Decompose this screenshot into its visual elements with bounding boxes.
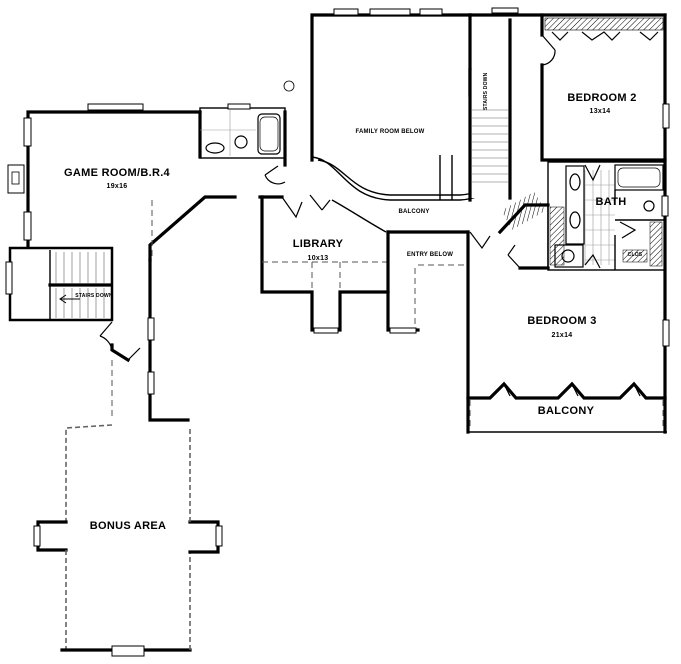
window [147, 317, 155, 341]
sink-icon [569, 211, 581, 229]
stairs-arrow-icon [59, 294, 80, 304]
bonus-area-walls [33, 424, 223, 657]
bathtub-icon [614, 164, 664, 191]
room-name-bedroom3: BEDROOM 3 [527, 315, 597, 327]
family-room-below-walls [283, 7, 667, 202]
room-dims-library: 10x13 [307, 255, 329, 262]
room-name-bedroom2: BEDROOM 2 [567, 92, 637, 104]
column-icon [283, 80, 295, 92]
fireplace-icon [7, 164, 25, 194]
room-name-balcony-outer: BALCONY [537, 405, 595, 417]
bathtub-icon [257, 113, 281, 155]
closet-shelf [544, 17, 664, 31]
room-name-bonus-area: BONUS AREA [89, 520, 167, 532]
room-name-entry-below: ENTRY BELOW [406, 252, 454, 258]
sink-icon [205, 142, 225, 154]
room-name-bath: BATH [595, 196, 627, 208]
room-dims-bedroom3: 21x14 [551, 332, 573, 339]
game-room-walls [7, 103, 284, 422]
stairs-down-label-center: STAIRS DOWN [483, 72, 489, 110]
room-dims-game-room: 19x16 [106, 183, 128, 190]
window [23, 211, 32, 241]
entry-below-walls [386, 230, 491, 434]
closet-label: CLOS [627, 252, 643, 258]
room-name-family-room-below: FAMILY ROOM BELOW [355, 129, 425, 135]
room-dims-bedroom2: 13x14 [589, 108, 611, 115]
bath-complex [547, 161, 669, 271]
stairs-down-label-left: STAIRS DOWN [75, 293, 113, 299]
room-name-game-room: GAME ROOM/B.R.4 [64, 167, 170, 179]
window [87, 103, 144, 111]
sink-icon [569, 173, 581, 191]
game-room-bath [199, 103, 287, 185]
window [23, 117, 32, 147]
bedroom3-walls [466, 191, 670, 433]
room-name-library: LIBRARY [292, 238, 344, 250]
window [147, 371, 155, 395]
toilet-icon [643, 200, 655, 212]
room-name-balcony-inner: BALCONY [398, 209, 430, 215]
library-walls [260, 194, 390, 334]
stairs-left [5, 246, 141, 420]
toilet-icon [234, 135, 248, 149]
